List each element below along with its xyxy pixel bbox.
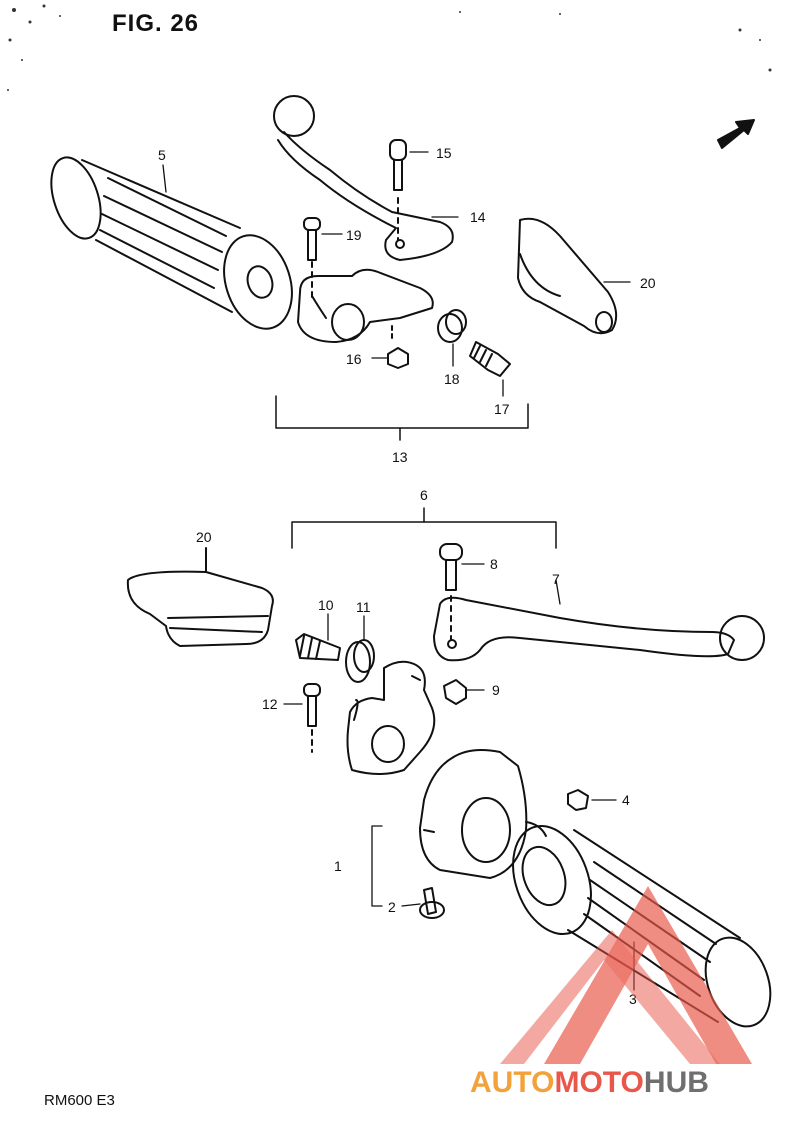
callout-18: 18 [444, 371, 460, 387]
washer-part-11 [345, 639, 375, 683]
adjuster-bolt-part-17 [469, 341, 511, 377]
watermark-text-hub: HUB [644, 1066, 709, 1099]
watermark-text-moto: MOTO [554, 1066, 643, 1099]
adjuster-bolt-part-10 [295, 633, 341, 661]
left-grip-part-5 [50, 156, 293, 330]
callout-2: 2 [388, 899, 396, 915]
nut-part-4 [567, 789, 589, 811]
watermark-triangle-icon [500, 886, 752, 1064]
throttle-housing-part-1 [419, 749, 547, 879]
group-bracket-13 [275, 395, 529, 441]
callout-11: 11 [356, 599, 371, 615]
leader-lines-upper [162, 151, 631, 397]
screw-part-19 [303, 217, 321, 301]
brake-lever-part-7 [433, 596, 765, 662]
direction-arrow-icon [717, 119, 755, 149]
callout-12: 12 [262, 696, 278, 712]
lever-holder-part-13 [297, 268, 434, 343]
callout-14: 14 [470, 209, 486, 225]
callout-15: 15 [436, 145, 452, 161]
lever-cover-part-20-upper [517, 217, 618, 335]
model-code: RM600 E3 [44, 1092, 115, 1109]
callout-7: 7 [552, 571, 560, 587]
callout-3: 3 [629, 991, 637, 1007]
callout-13: 13 [392, 449, 408, 465]
callout-20-lower: 20 [196, 529, 212, 545]
washer-part-18 [437, 309, 467, 343]
callout-9: 9 [492, 682, 500, 698]
watermark-text-auto: AUTO [470, 1066, 554, 1099]
callout-20-upper: 20 [640, 275, 656, 291]
clutch-lever-part-14 [273, 95, 454, 261]
lever-holder-part-6 [346, 660, 436, 775]
callout-5: 5 [158, 147, 166, 163]
callout-17: 17 [494, 401, 510, 417]
callout-4: 4 [622, 792, 630, 808]
scan-noise [7, 4, 772, 91]
svg-text:AUTOMOTOHUB: AUTOMOTOHUB [470, 1066, 709, 1099]
nut-part-16 [387, 347, 409, 369]
group-bracket-1 [371, 825, 383, 907]
callout-10: 10 [318, 597, 334, 613]
figure-title: FIG. 26 [112, 10, 200, 37]
callout-16: 16 [346, 351, 362, 367]
screw-part-2 [419, 887, 445, 919]
group-bracket-6 [291, 507, 557, 549]
callout-6: 6 [420, 487, 428, 503]
lever-cover-part-20-lower [126, 547, 274, 647]
watermark-logo: AUTOMOTOHUB [470, 1066, 709, 1099]
bolt-part-15 [389, 139, 407, 241]
screw-part-12 [303, 683, 321, 753]
nut-part-9 [443, 679, 467, 705]
callout-19: 19 [346, 227, 362, 243]
callout-labels: 5 15 14 19 20 16 18 17 13 6 20 8 7 10 11… [158, 145, 656, 1007]
pivot-bolt-part-8 [439, 543, 463, 641]
callout-1: 1 [334, 858, 342, 874]
callout-8: 8 [490, 556, 498, 572]
